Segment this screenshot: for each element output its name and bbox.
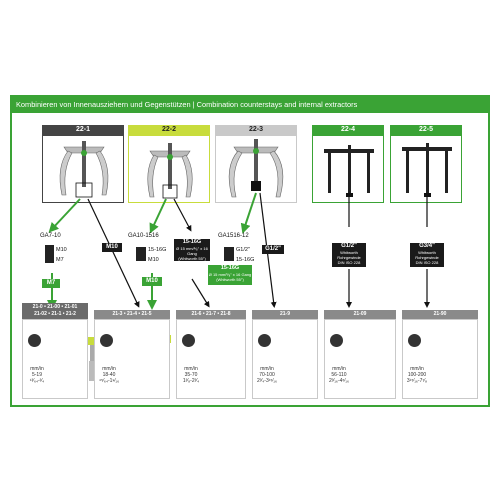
three-jaw-symbol-icon bbox=[330, 334, 343, 347]
spec-mm: 56-110 bbox=[331, 372, 347, 378]
puller-22-2-icon bbox=[147, 143, 193, 199]
spec-unit: mm/in bbox=[30, 366, 44, 372]
spec-block: mm/in 100-200 3¹⁵⁄₁₆-7⁷⁄₈ bbox=[405, 366, 429, 384]
thread-box-1516-green-title: 15-16G bbox=[220, 265, 240, 271]
panel-header: Kombinieren von Innenausziehern und Gege… bbox=[12, 97, 488, 113]
extractor-card-6[interactable]: mm/in 100-200 3¹⁵⁄₁₆-7⁷⁄₈ bbox=[402, 319, 478, 399]
spec-mm: 35-70 bbox=[184, 372, 198, 378]
thread-box-1516-black-title: 15-16G bbox=[182, 239, 202, 245]
group-header-2: 21-3 • 21-4 • 21-5 bbox=[94, 310, 170, 319]
spec-inch: ¹³⁄₆₄-³⁄₄ bbox=[29, 378, 45, 384]
puller-22-3-icon bbox=[228, 139, 284, 198]
extractor-card-1[interactable]: mm/in 5-19 ¹³⁄₆₄-³⁄₄ bbox=[22, 319, 88, 399]
adapter-ga710-icon bbox=[45, 245, 54, 263]
adapter-ga710-top: M10 bbox=[56, 247, 67, 253]
spec-unit: mm/in bbox=[184, 366, 198, 372]
group-header-1-line1: 21-0 • 21-00 • 21-01 bbox=[32, 304, 78, 310]
thread-box-g12-title: G1/2" bbox=[341, 243, 357, 249]
adapter-ga101516-name: GA10-1516 bbox=[128, 233, 159, 239]
extractor-card-3[interactable]: mm/in 35-70 1³⁄₈-2³⁄₄ bbox=[176, 319, 246, 399]
spec-block: mm/in 18-40 ⁴⁵⁄₆₄-1⁹⁄₁₆ bbox=[97, 366, 121, 384]
thread-box-g12: G1/2" Whitworth Rohrgewinde DIN ISO 228 bbox=[332, 243, 366, 267]
puller-22-1-icon bbox=[59, 141, 109, 198]
spec-mm: 100-200 bbox=[407, 372, 427, 378]
spec-mm: 18-40 bbox=[102, 372, 116, 378]
combination-panel: Kombinieren von Innenausziehern und Gege… bbox=[10, 95, 490, 407]
adapter-ga101516-top: 15-16G bbox=[148, 247, 167, 253]
group-header-3: 21-6 • 21-7 • 21-8 bbox=[176, 310, 246, 319]
adapter-ga710-name: GA7-10 bbox=[40, 233, 61, 239]
bearing-symbol-icon bbox=[100, 334, 113, 347]
extractor-card-5[interactable]: mm/in 56-110 2³⁄₁₆-4⁵⁄₁₆ bbox=[324, 319, 396, 399]
thread-box-1516-green-line1: Ø 15 mm/⁵⁄₈" x 16 Gang bbox=[208, 272, 252, 277]
tab-22-5[interactable]: 22-5 bbox=[390, 125, 462, 135]
tab-22-2[interactable]: 22-2 bbox=[128, 125, 210, 135]
group-header-4: 21-9 bbox=[252, 310, 318, 319]
badge-g12: G1/2" bbox=[262, 245, 284, 254]
group-header-6: 21-90 bbox=[402, 310, 478, 319]
spec-unit: mm/in bbox=[410, 366, 424, 372]
spec-block: mm/in 35-70 1³⁄₈-2³⁄₄ bbox=[179, 366, 203, 384]
puller-22-4-icon bbox=[324, 145, 374, 197]
spec-inch: 1³⁄₈-2³⁄₄ bbox=[182, 378, 200, 384]
adapter-ga151612-top: G1/2" bbox=[236, 247, 250, 253]
group-header-5: 21-09 bbox=[324, 310, 396, 319]
spec-unit: mm/in bbox=[102, 366, 116, 372]
spec-inch: ⁴⁵⁄₆₄-1⁹⁄₁₆ bbox=[98, 378, 120, 384]
thread-box-g12-line3: DIN ISO 228 bbox=[337, 260, 361, 265]
group-header-1-line2: 21-02 • 21-1 • 21-2 bbox=[34, 311, 76, 317]
thread-box-1516-black-line2: (Whitworth 55°) bbox=[178, 256, 206, 261]
adapter-ga101516-icon bbox=[136, 247, 146, 261]
thread-box-1516-green: 15-16G Ø 15 mm/⁵⁄₈" x 16 Gang (Whitworth… bbox=[208, 265, 252, 285]
thread-box-g12-line1: Whitworth bbox=[340, 250, 358, 255]
spec-block: mm/in 56-110 2³⁄₁₆-4⁵⁄₁₆ bbox=[327, 366, 351, 384]
badge-m7: M7 bbox=[42, 279, 60, 288]
three-jaw-symbol-icon bbox=[408, 334, 421, 347]
adapter-ga101516-bottom: M10 bbox=[148, 257, 159, 263]
group-header-1: 21-0 • 21-00 • 21-01 21-02 • 21-1 • 21-2 bbox=[22, 303, 88, 320]
tab-22-3[interactable]: 22-3 bbox=[215, 125, 297, 135]
thread-box-g34-line3: DIN ISO 228 bbox=[415, 260, 439, 265]
thread-box-1516-green-line2: (Whitworth 55°) bbox=[216, 277, 244, 282]
adapter-ga151612-bottom: 15-16G bbox=[236, 257, 255, 263]
spec-inch: 2³⁄₄-3¹⁵⁄₁₆ bbox=[256, 378, 278, 384]
spec-mm: 5-19 bbox=[31, 372, 42, 378]
spec-inch: 3¹⁵⁄₁₆-7⁷⁄₈ bbox=[406, 378, 428, 384]
thread-box-1516-black: 15-16G Ø 15 mm/⁵⁄₈" x 16 Gang (Whitworth… bbox=[174, 239, 210, 261]
thread-box-1516-black-line1: Ø 15 mm/⁵⁄₈" x 16 Gang bbox=[176, 246, 208, 256]
bearing-symbol-icon bbox=[28, 334, 41, 347]
spec-block: mm/in 5-19 ¹³⁄₆₄-³⁄₄ bbox=[25, 366, 49, 384]
thread-box-g34-line2: Rohrgewinde bbox=[415, 255, 439, 260]
extractor-card-4[interactable]: mm/in 70-100 2³⁄₄-3¹⁵⁄₁₆ bbox=[252, 319, 318, 399]
thread-box-g34-line1: Whitworth bbox=[418, 250, 436, 255]
tab-22-4[interactable]: 22-4 bbox=[312, 125, 384, 135]
adapter-ga710-bottom: M7 bbox=[56, 257, 64, 263]
spec-unit: mm/in bbox=[260, 366, 274, 372]
spec-unit: mm/in bbox=[332, 366, 346, 372]
thread-box-g34-title: G3/4" bbox=[419, 243, 435, 249]
adapter-ga151612-name: GA1516-12 bbox=[218, 233, 249, 239]
tab-22-1[interactable]: 22-1 bbox=[42, 125, 124, 135]
puller-22-5-icon bbox=[402, 143, 452, 197]
adapter-ga151612-icon bbox=[224, 247, 234, 261]
spec-mm: 70-100 bbox=[259, 372, 275, 378]
badge-m10-a: M10 bbox=[102, 243, 122, 252]
spec-block: mm/in 70-100 2³⁄₄-3¹⁵⁄₁₆ bbox=[255, 366, 279, 384]
spec-inch: 2³⁄₁₆-4⁵⁄₁₆ bbox=[328, 378, 350, 384]
badge-m10-b: M10 bbox=[142, 277, 162, 286]
extractor-21-0-icon bbox=[88, 337, 98, 381]
extractor-card-2[interactable]: mm/in 18-40 ⁴⁵⁄₆₄-1⁹⁄₁₆ bbox=[94, 319, 170, 399]
bearing-symbol-icon bbox=[182, 334, 195, 347]
thread-box-g12-line2: Rohrgewinde bbox=[337, 255, 361, 260]
bearing-symbol-icon bbox=[258, 334, 271, 347]
thread-box-g34: G3/4" Whitworth Rohrgewinde DIN ISO 228 bbox=[410, 243, 444, 267]
